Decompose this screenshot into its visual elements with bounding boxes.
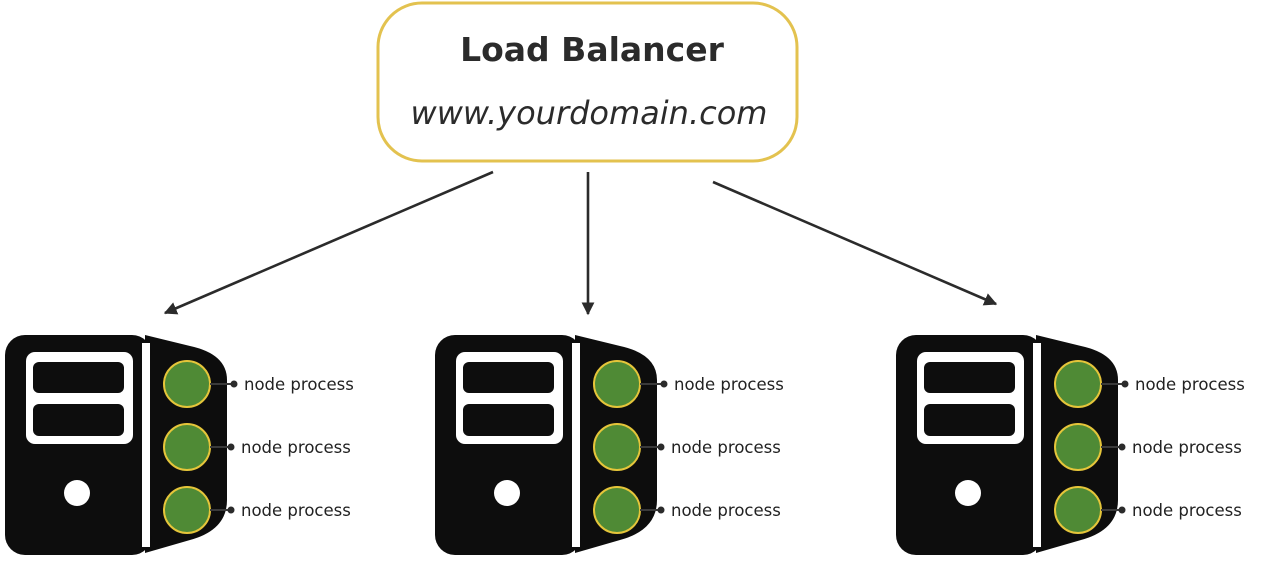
server-panel-gap [1033,343,1041,547]
process-connector-dot [230,380,238,388]
process-connector-dot [1118,506,1126,514]
process-indicator [593,486,641,534]
process-connector-dot [227,443,235,451]
process-indicator [163,486,211,534]
process-label: node process [674,375,784,394]
process-label: node process [244,375,354,394]
process-indicator [163,423,211,471]
server-power-button [494,480,520,506]
server-power-button [64,480,90,506]
process-label: node process [1135,375,1245,394]
process-indicator [593,360,641,408]
process-connector-dot [1118,443,1126,451]
load-balancer-domain: www.yourdomain.com [411,94,768,132]
process-label: node process [241,438,351,457]
arrow-to-server-3 [712,180,998,306]
load-balancer-border [376,1,799,163]
arrows [163,170,998,316]
server-3: node process node process node process [896,335,1245,555]
process-label: node process [241,501,351,520]
process-label: node process [1132,501,1242,520]
process-indicator [1054,360,1102,408]
process-indicator [1054,486,1102,534]
process-connector-dot [657,443,665,451]
process-indicator [163,360,211,408]
server-drive [463,362,554,393]
process-indicator [593,423,641,471]
server-2: node process node process node process [435,335,784,555]
server-drive [924,362,1015,393]
server-1: node process node process node process [5,335,354,555]
server-panel-gap [142,343,150,547]
process-connector-dot [657,506,665,514]
server-drive [463,404,554,436]
process-connector-dot [1121,380,1129,388]
server-drive [924,404,1015,436]
arrow-to-server-1 [163,170,494,315]
load-balancer-box: Load Balancer www.yourdomain.com [376,1,799,163]
process-indicator [1054,423,1102,471]
process-label: node process [671,501,781,520]
server-drive [33,404,124,436]
process-label: node process [1132,438,1242,457]
server-power-button [955,480,981,506]
server-drive [33,362,124,393]
server-panel-gap [572,343,580,547]
process-connector-dot [660,380,668,388]
process-connector-dot [227,506,235,514]
load-balancer-title: Load Balancer [460,30,725,69]
process-label: node process [671,438,781,457]
